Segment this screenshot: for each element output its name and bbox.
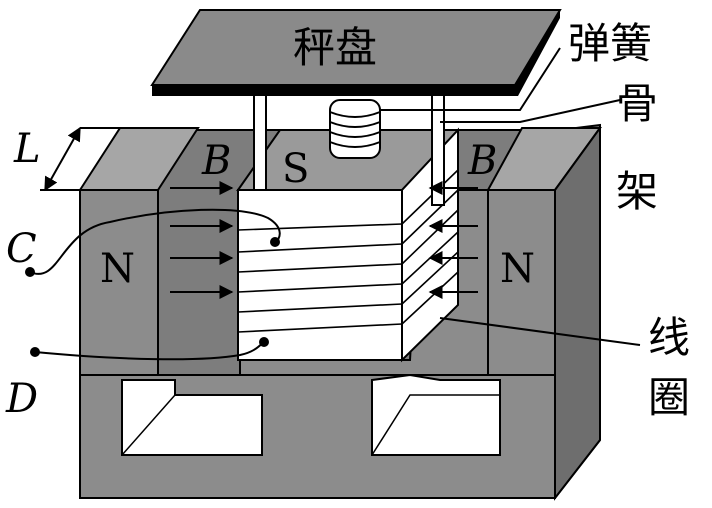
length-label: L: [13, 126, 41, 172]
wires: [29, 47, 641, 361]
frame-label: 骨: [616, 79, 658, 128]
leader-spring-2: [380, 47, 561, 111]
spring: [329, 99, 381, 159]
field-arrows-right: [428, 181, 478, 299]
right-slot: [371, 373, 501, 456]
wire-c: [29, 208, 281, 275]
pan-edge: [152, 10, 560, 96]
coil-windings: [237, 169, 459, 333]
pole-label-right: N: [500, 246, 535, 292]
coil-end-dot-1: [270, 237, 280, 247]
leader-coil: [439, 317, 641, 346]
pole-label-top: S: [282, 146, 309, 192]
wire-d: [34, 341, 265, 361]
terminal-c-dot: [25, 267, 35, 277]
terminal-c-label: C: [6, 226, 37, 272]
pan: [150, 9, 562, 96]
length-dimension: [40, 126, 120, 192]
spring-label: 弹簧: [568, 19, 652, 68]
coil-label-2: 圈: [648, 373, 690, 422]
pan-label: 秤盘: [293, 23, 377, 72]
coil-end-dot-2: [259, 337, 269, 347]
pole-label-left: N: [100, 246, 135, 292]
terminal-d-dot: [30, 347, 40, 357]
leader-spring: [440, 99, 621, 123]
right-pole-side: [554, 124, 601, 501]
field-label-left: B: [201, 138, 231, 184]
frame-label-2: 架: [616, 167, 658, 216]
field-label-right: B: [467, 138, 497, 184]
magnet-body: [78, 123, 602, 501]
field-arrows-left: [170, 181, 234, 299]
coil-label-1: 线: [648, 313, 690, 362]
terminal-d-label: D: [5, 376, 38, 422]
core-front: [237, 189, 403, 361]
